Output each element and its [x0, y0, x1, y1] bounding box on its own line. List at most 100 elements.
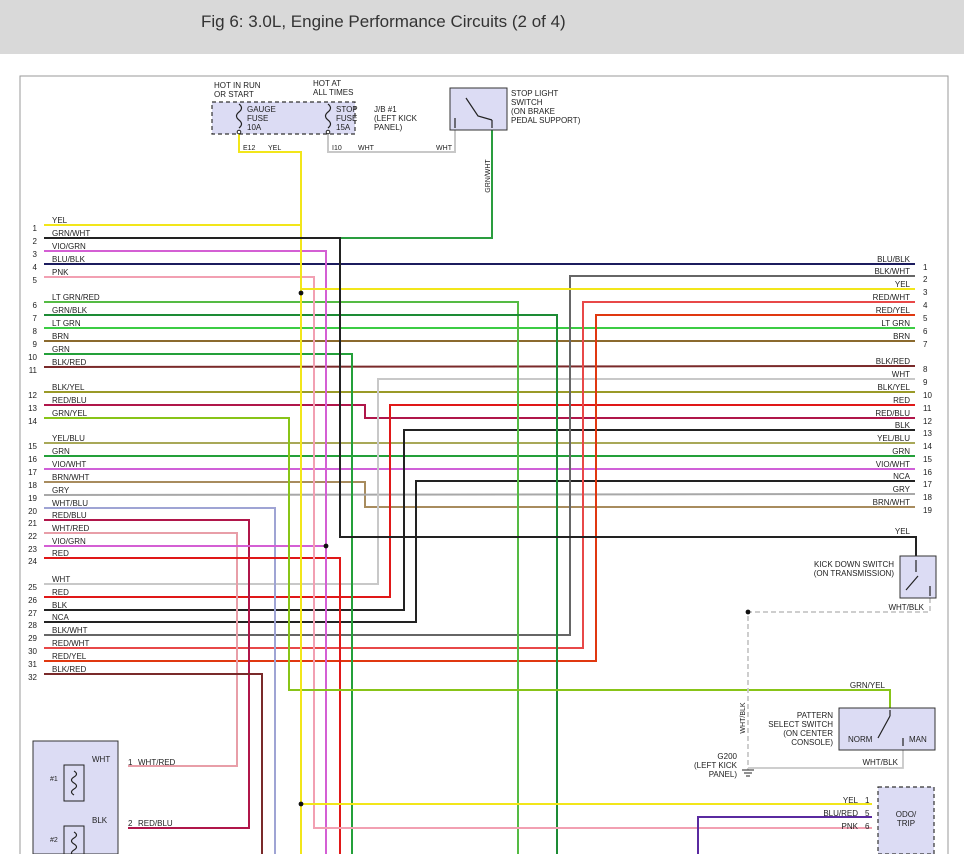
left-pin-number: 25 [28, 583, 37, 592]
stop-hot-label: ALL TIMES [313, 88, 353, 97]
stop-fuse-label: STOP [336, 105, 358, 114]
solenoid-name: #2 [50, 837, 58, 844]
stop-out-color: WHT [358, 145, 375, 152]
right-pin-number: 9 [923, 378, 928, 387]
left-pin-number: 8 [33, 327, 38, 336]
gauge-fuse-label: FUSE [247, 114, 268, 123]
left-wire-label: WHT/RED [52, 524, 90, 533]
pattern-in-wire: GRN/YEL [850, 681, 886, 690]
left-wire-label: NCA [52, 613, 70, 622]
wire-blk-wht [44, 275, 915, 636]
wire-red-2 [44, 557, 341, 854]
odo-trip-label: ODO/ [896, 810, 917, 819]
left-pin-number: 13 [28, 404, 37, 413]
pattern-select-switch-box [838, 707, 936, 751]
left-pin-number: 4 [33, 263, 38, 272]
splice-dot [745, 609, 751, 615]
fuse-icon [235, 103, 243, 129]
wire-blk-kick [44, 237, 917, 556]
right-wire-label: BLK/YEL [878, 383, 911, 392]
stop-out-pin: I10 [332, 145, 342, 152]
right-wire-label: LT GRN [881, 319, 910, 328]
right-wire-label: BLK/RED [876, 357, 910, 366]
ground-icon [742, 769, 754, 777]
left-wire-label: RED [52, 549, 69, 558]
coil-icon [70, 770, 78, 796]
pattern-man-label: MAN [909, 735, 927, 744]
splice-dot [298, 290, 304, 296]
left-pin-number: 27 [28, 609, 37, 618]
left-pin-number: 10 [28, 353, 37, 362]
left-pin-number: 32 [28, 673, 37, 682]
right-pin-number: 5 [923, 314, 928, 323]
stop-light-switch-box [449, 87, 508, 131]
right-pin-number: 13 [923, 429, 932, 438]
left-pin-number: 9 [33, 340, 38, 349]
stop-light-switch-label: (ON BRAKE [511, 107, 555, 116]
right-wire-label: YEL/BLU [877, 434, 910, 443]
switch-icon [454, 97, 493, 128]
left-pin-number: 3 [33, 250, 38, 259]
right-pin-number: 1 [923, 263, 928, 272]
left-pin-number: 6 [33, 301, 38, 310]
splice-layer [298, 290, 751, 807]
wire-wht-blk-1 [747, 598, 931, 770]
left-pin-number: 5 [33, 276, 38, 285]
left-pin-number: 30 [28, 647, 37, 656]
solenoid-pin: 1 [128, 758, 133, 767]
odo-pin-number: 6 [865, 822, 870, 831]
wire-blu-red [697, 816, 872, 854]
right-pin-number: 4 [923, 301, 928, 310]
wire-wht-stop [327, 130, 456, 153]
left-pin-number: 20 [28, 507, 37, 516]
odo-pin-wire: PNK [842, 822, 859, 831]
left-wire-label: RED/WHT [52, 639, 89, 648]
right-pin-number: 10 [923, 391, 932, 400]
solenoid-out-wire: WHT/RED [138, 758, 176, 767]
left-wire-label: BLK/RED [52, 358, 86, 367]
stop-fuse-label: 15A [336, 123, 351, 132]
left-pin-number: 7 [33, 314, 38, 323]
stop-light-switch-label: PEDAL SUPPORT) [511, 116, 581, 125]
left-pin-number: 11 [29, 366, 38, 375]
solenoid-module-box [32, 740, 119, 854]
odo-pin-wire: BLU/RED [823, 809, 858, 818]
left-pin-number: 1 [33, 224, 38, 233]
wire-blk-red [43, 365, 916, 368]
left-wire-label: VIO/GRN [52, 537, 86, 546]
right-pin-number: 6 [923, 327, 928, 336]
left-wire-label: RED/YEL [52, 652, 87, 661]
right-wire-label: RED/WHT [873, 293, 910, 302]
junction-block [211, 101, 356, 135]
right-pin-number: 2 [923, 275, 928, 284]
left-wire-label: GRN/YEL [52, 409, 88, 418]
wire-red-yel [44, 314, 915, 662]
left-pin-number: 15 [28, 442, 37, 451]
wire-grn-2 [44, 353, 353, 854]
gauge-hot-label: OR START [214, 90, 254, 99]
gauge-fuse-label: GAUGE [247, 105, 276, 114]
left-wire-label: GRN [52, 345, 70, 354]
right-wire-label: GRN [892, 447, 910, 456]
left-wire-label: LT GRN [52, 319, 81, 328]
left-wire-label: BLK/WHT [52, 626, 88, 635]
right-pin-number: 7 [923, 340, 928, 349]
wire-wht-blu [44, 507, 276, 854]
kick-down-switch-label: (ON TRANSMISSION) [814, 569, 895, 578]
left-pin-number: 24 [28, 557, 37, 566]
stop-fuse-label: FUSE [336, 114, 357, 123]
figure-title: Fig 6: 3.0L, Engine Performance Circuits… [201, 12, 566, 31]
left-wire-label: RED [52, 588, 69, 597]
right-pin-number: 8 [923, 365, 928, 374]
wire-grn-blk [44, 314, 558, 854]
odo-trip-box [877, 786, 935, 854]
left-wire-label: VIO/WHT [52, 460, 86, 469]
left-pin-number: 16 [28, 455, 37, 464]
terminal-icon [325, 129, 331, 135]
right-wire-label: BLK [895, 421, 911, 430]
stop-light-switch-label: SWITCH [511, 98, 543, 107]
wire-vio-grn [44, 250, 327, 854]
left-wire-label: BRN/WHT [52, 473, 89, 482]
